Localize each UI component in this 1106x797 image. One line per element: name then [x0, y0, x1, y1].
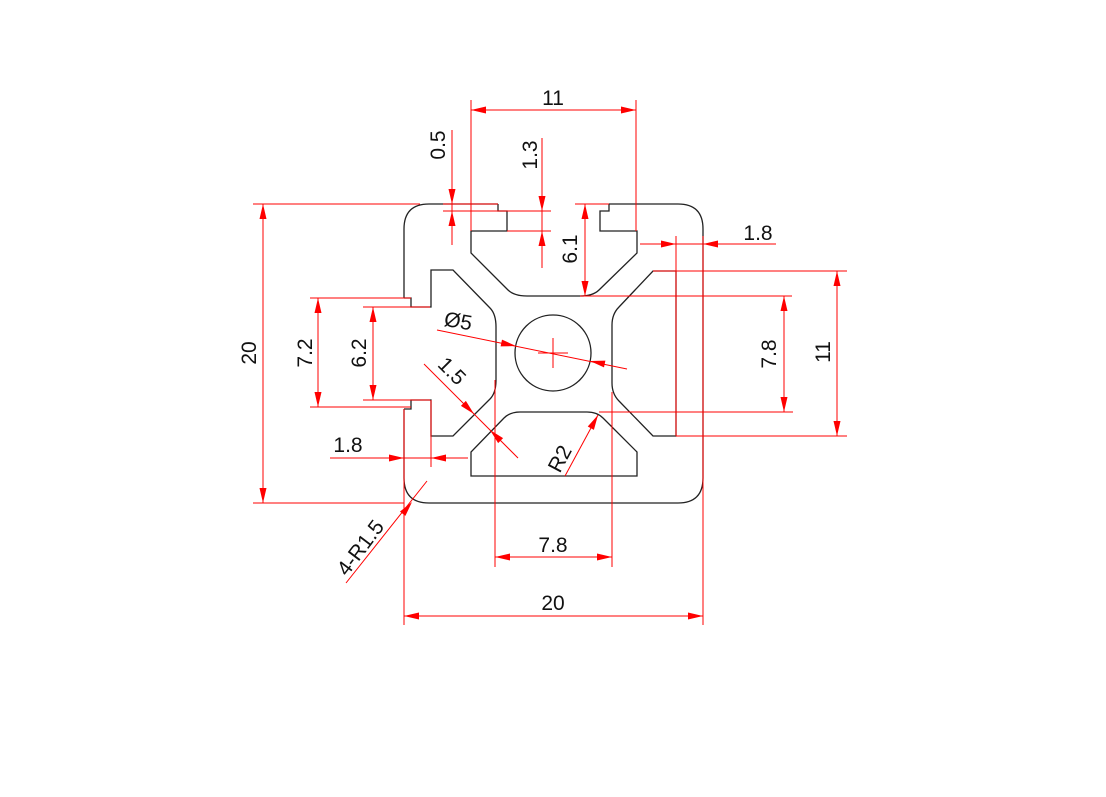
- dim-lip-thickness: 0.5: [427, 130, 450, 159]
- dim-overall-height: 20: [238, 341, 261, 364]
- leader-line: [345, 480, 428, 584]
- top-t-slot: [470, 204, 638, 297]
- center-mark: [538, 338, 568, 368]
- dimension-arrow: [369, 385, 377, 400]
- dimension-arrow: [490, 430, 504, 444]
- dimension-arrow: [259, 204, 267, 219]
- dimension-arrow: [471, 106, 486, 114]
- dimension-arrow: [621, 106, 636, 114]
- dim-center-hole: Ø5: [442, 308, 474, 336]
- bottom-cavity: [470, 411, 638, 477]
- dimension-arrow: [500, 339, 516, 347]
- dimension-labels: 11 0.5 1.3 6.1 1.8 11 7.8 20 7.2 6.2 1.8…: [238, 87, 835, 615]
- dim-corner-radius: 4-R1.5: [333, 516, 389, 580]
- dimension-arrow: [369, 307, 377, 322]
- dimension-arrow: [448, 189, 456, 204]
- dimension-arrow: [590, 360, 606, 368]
- dim-overall-width: 20: [541, 592, 564, 615]
- dim-top-slot-width: 11: [542, 87, 564, 110]
- dimension-arrow: [688, 612, 703, 620]
- aluminum-profile-outline: [403, 203, 704, 504]
- dimension-arrow: [460, 400, 474, 414]
- dim-right-cavity-height: 11: [812, 341, 835, 363]
- dim-cavity-radius: R2: [544, 442, 577, 477]
- dimension-arrow: [314, 298, 322, 313]
- dimension-lines: [253, 100, 847, 625]
- dimension-arrow: [259, 488, 267, 503]
- dimension-arrow: [581, 281, 589, 296]
- dimension-arrow: [597, 553, 612, 561]
- dimension-arrow: [404, 612, 419, 620]
- dimension-arrow: [661, 240, 676, 248]
- dimension-arrow: [703, 240, 718, 248]
- right-cavity: [611, 270, 677, 437]
- dimension-arrow: [448, 211, 456, 226]
- dim-web-thickness: 1.5: [433, 353, 470, 390]
- dimension-arrow: [431, 454, 446, 462]
- left-t-slot: [404, 269, 497, 437]
- dimension-arrow: [780, 296, 788, 311]
- dim-slot-inner-opening: 6.2: [348, 338, 371, 367]
- dimension-arrow: [581, 204, 589, 219]
- dim-right-core-height: 7.8: [758, 339, 781, 368]
- dim-left-wall: 1.8: [333, 434, 362, 457]
- dimension-arrow: [833, 271, 841, 286]
- dimension-arrow: [399, 502, 412, 516]
- dimension-arrow: [538, 231, 546, 246]
- dim-slot-outer-opening: 7.2: [294, 338, 317, 367]
- dim-slot-depth: 6.1: [559, 234, 582, 263]
- center-hole: [514, 314, 592, 392]
- dimension-arrow: [314, 392, 322, 407]
- dimension-arrow: [389, 454, 404, 462]
- dimension-arrow: [833, 421, 841, 436]
- dimension-arrow: [495, 553, 510, 561]
- dimension-arrow: [587, 415, 598, 430]
- dim-lip-depth: 1.3: [519, 140, 542, 169]
- dim-bottom-core-width: 7.8: [538, 534, 567, 557]
- dimension-arrow: [780, 397, 788, 412]
- dimension-arrow: [538, 196, 546, 211]
- dim-right-wall: 1.8: [743, 222, 772, 245]
